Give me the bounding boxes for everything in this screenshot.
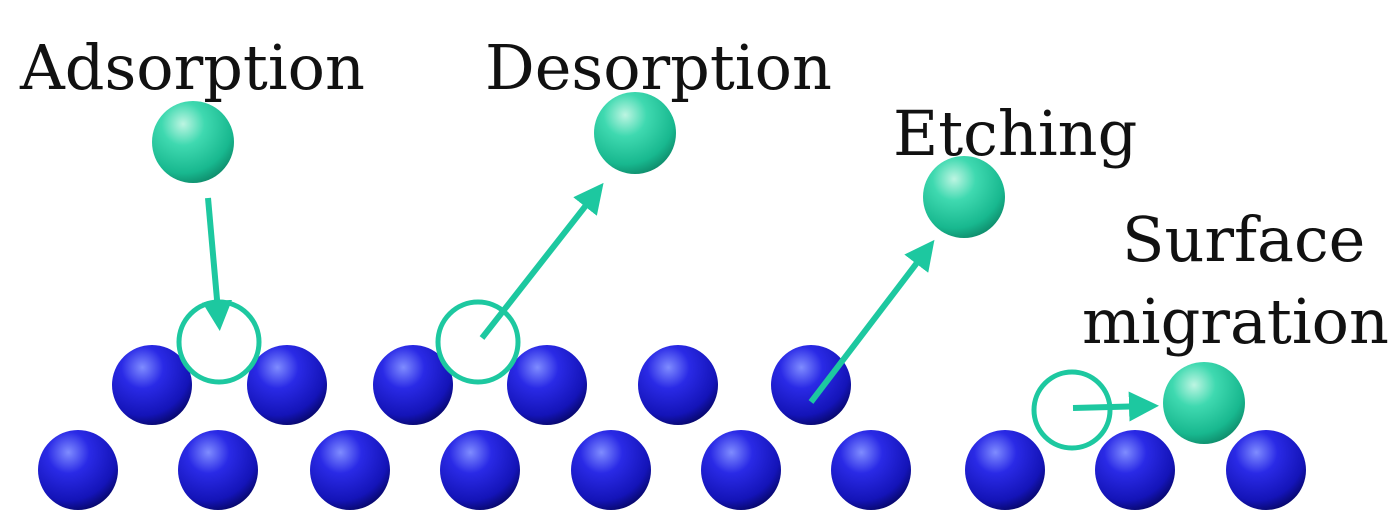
migration-arrow-icon [1072, 391, 1159, 422]
surface-migration-label-line1: Surface [1122, 203, 1365, 276]
substrate-atom [831, 430, 911, 510]
substrate-atom [38, 430, 118, 510]
desorption-site-ring-icon [435, 299, 521, 385]
substrate-atom [310, 430, 390, 510]
substrate-atom [112, 345, 192, 425]
etching-label: Etching [893, 97, 1137, 170]
substrate-atom [373, 345, 453, 425]
substrate-atom-etching-site [771, 345, 851, 425]
substrate-atom [571, 430, 651, 510]
substrate-atom [1095, 430, 1175, 510]
substrate-atom [507, 345, 587, 425]
substrate-atom [247, 345, 327, 425]
substrate-atom [178, 430, 258, 510]
adsorbing-adatom-icon [152, 101, 234, 183]
substrate-front-row [38, 430, 1306, 510]
desorbing-adatom-icon [594, 92, 676, 174]
etching-arrow-icon [808, 239, 935, 404]
substrate-back-row [112, 345, 851, 425]
substrate-atom [965, 430, 1045, 510]
desorption-arrow-icon [479, 182, 604, 340]
substrate-atom [638, 345, 718, 425]
adsorption-label: Adsorption [19, 31, 365, 104]
substrate-atom [1226, 430, 1306, 510]
desorption-label: Desorption [485, 31, 832, 104]
etched-adatom-icon [923, 156, 1005, 238]
surface-migration-label-line2: migration [1082, 285, 1389, 358]
adsorption-arrow-icon [202, 197, 233, 331]
substrate-atom [701, 430, 781, 510]
substrate-atom [440, 430, 520, 510]
migrated-adatom-icon [1163, 362, 1245, 444]
